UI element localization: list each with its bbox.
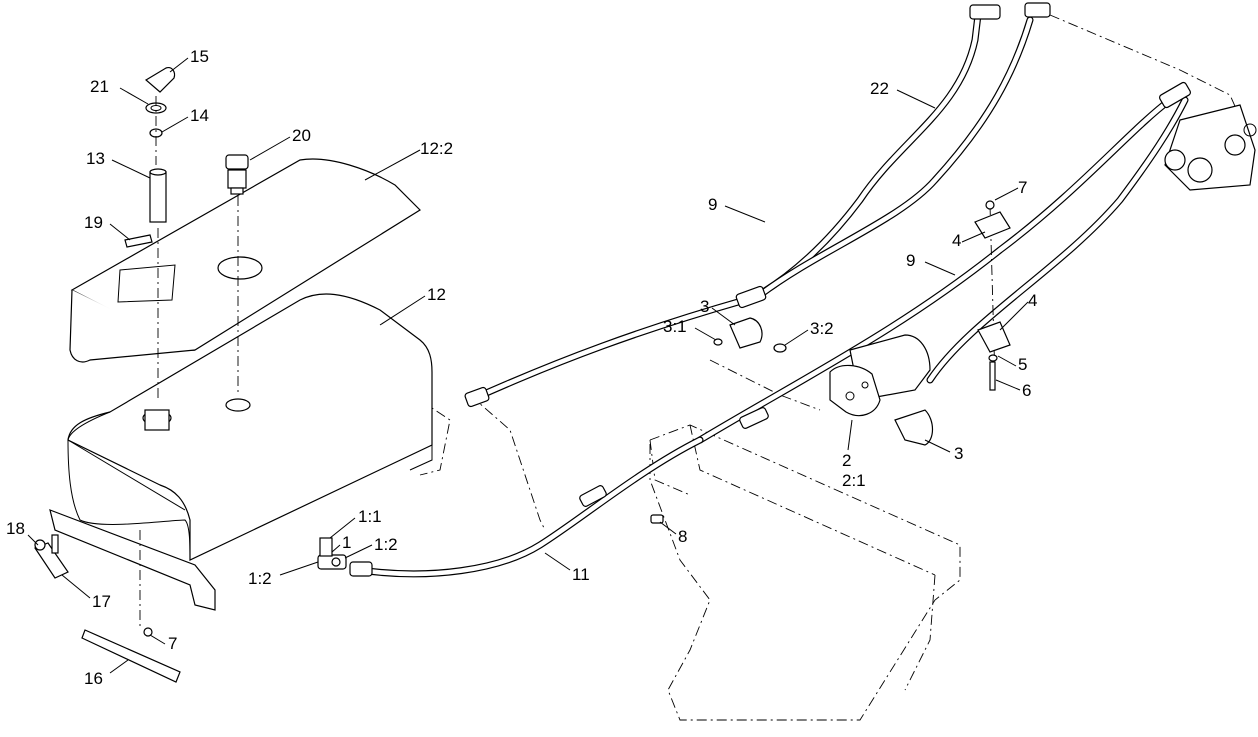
callout-21: 21 [90,77,109,96]
callout-1-2-left: 1:2 [248,569,272,588]
callout-9-upper: 9 [708,195,717,214]
filler-parts [124,67,249,248]
callout-11: 11 [572,565,590,584]
hose-22 [741,2,1051,306]
strap-16 [81,629,181,683]
callout-3-1: 3:1 [663,317,687,336]
tank-base [34,509,216,611]
callout-4-top: 4 [952,231,961,250]
callout-8: 8 [678,527,687,546]
callout-4-lower: 4 [1028,291,1037,310]
filter-assembly [829,334,931,417]
hose-9-lower [696,81,1191,444]
callout-16: 16 [84,669,103,688]
hose-9-upper [464,285,767,408]
fuel-tank [67,293,433,561]
callout-13: 13 [86,149,105,168]
elbow-fittings [713,317,934,446]
callout-7-top: 7 [1018,178,1027,197]
callout-12-2: 12:2 [420,139,453,158]
callout-1-1: 1:1 [358,507,382,526]
callout-labels: 15 21 14 13 20 12:2 19 12 22 9 9 7 4 4 5… [6,47,1037,688]
callout-12: 12 [427,285,446,304]
callout-20: 20 [292,126,311,145]
callout-14: 14 [190,106,209,125]
callout-7-bottom: 7 [168,634,177,653]
callout-15: 15 [190,47,209,66]
callout-3-2: 3:2 [810,319,834,338]
callout-1: 1 [342,533,351,552]
callout-5: 5 [1018,355,1027,374]
callout-2: 2 [842,451,851,470]
clamp-hardware [143,200,1011,637]
leader-lines [27,57,1029,674]
callout-18: 18 [6,519,25,538]
callout-9-lower: 9 [906,251,915,270]
callout-3-lower: 3 [954,444,963,463]
callout-1-2-right: 1:2 [374,535,398,554]
hydrostat-pump [1164,104,1257,191]
callout-17: 17 [92,592,111,611]
callout-2-1: 2:1 [842,471,866,490]
callout-6: 6 [1022,381,1031,400]
tank-cover [69,158,421,363]
callout-3-top: 3 [700,297,709,316]
callout-22: 22 [870,79,889,98]
callout-19: 19 [84,213,103,232]
hose-11 [349,436,704,578]
